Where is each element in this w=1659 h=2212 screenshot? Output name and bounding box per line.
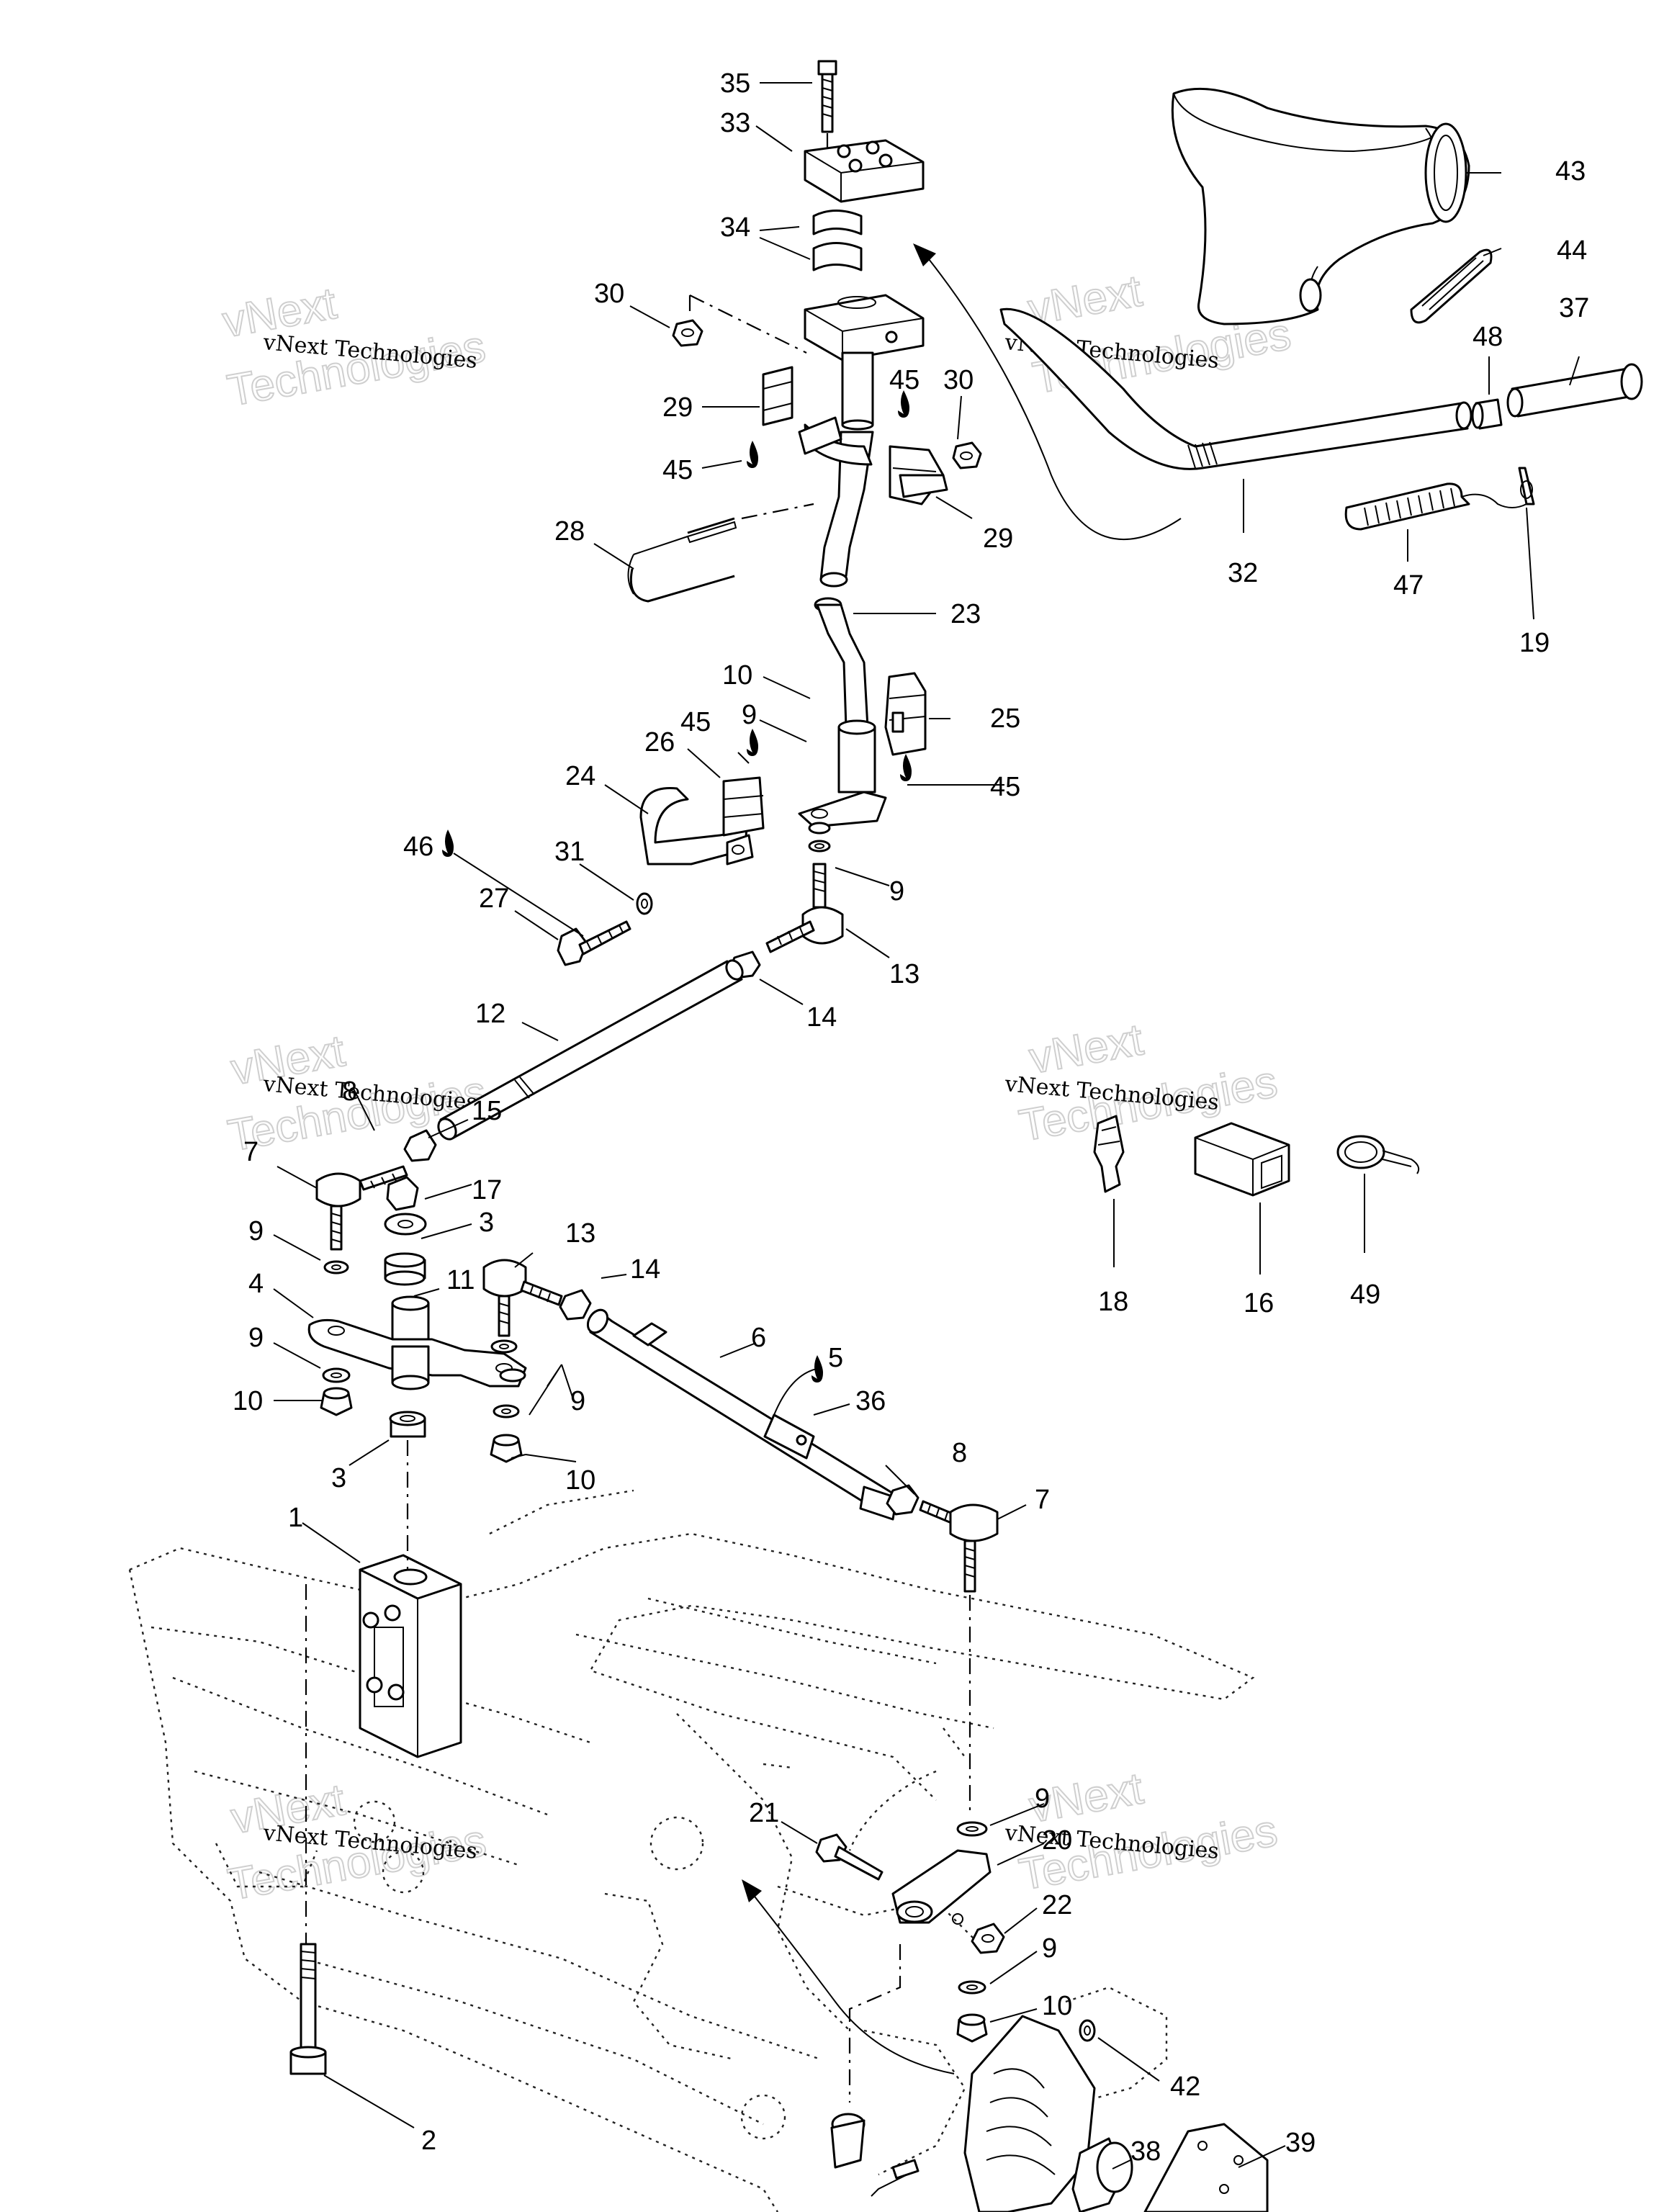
callout-39: 39 <box>1285 2128 1316 2158</box>
center-tie-rod-end <box>482 1259 592 1463</box>
callout-30-right: 30 <box>943 365 974 395</box>
callout-1: 1 <box>288 1503 303 1533</box>
callout-9-mid: 9 <box>889 876 904 907</box>
callout-10-mid: 10 <box>565 1465 595 1496</box>
callout-46: 46 <box>403 832 433 862</box>
callout-17: 17 <box>472 1175 502 1205</box>
callout-7-left: 7 <box>243 1137 258 1167</box>
wire-connector <box>1194 1122 1290 1197</box>
callout-29-left: 29 <box>662 392 693 423</box>
lower-tie-rod <box>586 1308 999 1815</box>
column-clamp-set <box>639 672 927 866</box>
callout-24: 24 <box>565 761 595 791</box>
callout-25: 25 <box>990 703 1020 734</box>
callout-36: 36 <box>855 1386 886 1416</box>
callout-49: 49 <box>1350 1280 1380 1310</box>
callout-32: 32 <box>1228 558 1258 588</box>
grip-insert <box>1410 248 1493 324</box>
watermark-low-right: vNext Technologies <box>1015 1763 1281 1900</box>
oil-drop-icon <box>898 390 909 418</box>
watermark-top-left: vNext Technologies <box>218 278 490 417</box>
callout-14-upper: 14 <box>806 1002 837 1033</box>
upper-tie-rod <box>403 822 844 1162</box>
callout-33: 33 <box>720 108 750 138</box>
clamp-bolt <box>557 892 653 966</box>
callout-10-lower: 10 <box>1042 1991 1072 2021</box>
pivot-block <box>359 1554 462 1758</box>
callout-35: 35 <box>720 68 750 99</box>
callout-21: 21 <box>749 1798 779 1828</box>
callout-5: 5 <box>828 1343 843 1373</box>
watermark-big-7: vNext <box>1025 1015 1146 1083</box>
callout-13-upper: 13 <box>889 959 920 989</box>
handlebar <box>999 307 1643 470</box>
callout-numbers: 35 33 34 30 29 45 45 30 29 28 23 10 9 45… <box>233 68 1589 2167</box>
cable-tie <box>1336 1135 1420 1174</box>
callout-45-d: 45 <box>990 772 1020 802</box>
callout-45-b: 45 <box>889 365 920 395</box>
callout-34: 34 <box>720 212 750 243</box>
callout-10-left: 10 <box>233 1386 263 1416</box>
callout-9-right: 9 <box>570 1386 585 1416</box>
callout-45-a: 45 <box>662 455 693 485</box>
callout-7-right: 7 <box>1035 1485 1050 1515</box>
callout-44: 44 <box>1557 235 1587 266</box>
callout-45-c: 45 <box>680 707 711 737</box>
assembly-arrow-lower <box>742 1879 955 2074</box>
assembly-arrow-upper <box>913 243 1182 541</box>
leader-lines <box>273 82 1580 2170</box>
callout-9-left-a: 9 <box>248 1216 264 1246</box>
callout-26: 26 <box>644 727 675 757</box>
callout-18: 18 <box>1098 1287 1128 1317</box>
oil-drop-icon <box>747 441 758 468</box>
callout-2: 2 <box>421 2126 436 2156</box>
callout-10-upper: 10 <box>722 660 752 691</box>
lube-arrow-36 <box>773 1367 822 1416</box>
callout-38: 38 <box>1130 2136 1161 2167</box>
callout-9-upper: 9 <box>742 700 757 730</box>
callout-29-right: 29 <box>983 523 1013 554</box>
callout-9-left-b: 9 <box>248 1323 264 1353</box>
callout-16: 16 <box>1244 1288 1274 1318</box>
callout-28: 28 <box>554 516 585 547</box>
callout-15: 15 <box>472 1096 502 1126</box>
handlebar-pad <box>1171 87 1470 325</box>
ski-leg-arm <box>815 1821 1005 2197</box>
left-steering-arm <box>307 1165 527 1570</box>
callout-8-upper: 8 <box>342 1076 357 1107</box>
callout-47: 47 <box>1393 570 1424 601</box>
callout-4: 4 <box>248 1269 264 1299</box>
callout-23: 23 <box>950 599 981 629</box>
wire-terminal <box>1093 1115 1125 1193</box>
ski-leg-boot <box>963 2015 1269 2212</box>
oil-drop-icon <box>747 729 758 756</box>
callout-13-lower: 13 <box>565 1218 595 1249</box>
callout-19: 19 <box>1519 628 1550 658</box>
callout-3-upper: 3 <box>479 1208 494 1238</box>
callout-14-lower: 14 <box>630 1254 660 1285</box>
callout-42: 42 <box>1170 2072 1200 2102</box>
callout-20: 20 <box>1042 1825 1072 1856</box>
callout-12: 12 <box>475 999 505 1029</box>
callout-37: 37 <box>1559 293 1589 323</box>
callout-8-lower: 8 <box>952 1438 967 1468</box>
callout-11: 11 <box>446 1265 475 1295</box>
callout-31: 31 <box>554 837 585 867</box>
callout-27: 27 <box>479 884 509 914</box>
callout-9-lower-b: 9 <box>1042 1933 1057 1964</box>
callout-9-lower-a: 9 <box>1035 1784 1050 1814</box>
callout-48: 48 <box>1473 322 1503 352</box>
oil-drop-icon <box>811 1355 823 1382</box>
callout-22: 22 <box>1042 1890 1072 1920</box>
long-bolt <box>289 1584 327 2075</box>
callout-30-left: 30 <box>594 279 624 309</box>
throttle-grip <box>1344 467 1535 531</box>
steering-column-upper <box>627 60 982 828</box>
oil-drop-icon <box>900 754 912 781</box>
callout-43: 43 <box>1555 156 1586 186</box>
oil-drop-icon <box>442 830 454 857</box>
callout-6: 6 <box>751 1323 766 1353</box>
callout-3-lower: 3 <box>331 1463 346 1493</box>
